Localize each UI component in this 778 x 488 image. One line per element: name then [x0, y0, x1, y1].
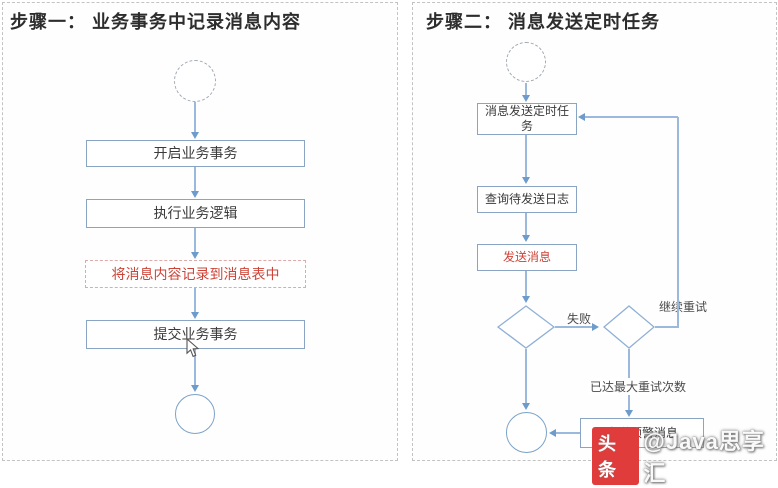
step2-box-send-message: 发送消息 [477, 244, 577, 271]
arrow-down-icon [191, 385, 199, 392]
arrow-down-icon [522, 177, 530, 184]
arrow-down-icon [522, 296, 530, 303]
connector [677, 117, 679, 328]
connector [525, 83, 527, 95]
arrow-down-icon [191, 252, 199, 259]
arrow-down-icon [522, 235, 530, 242]
edge-label-retry: 继续重试 [659, 300, 708, 314]
connector [194, 228, 196, 252]
arrow-down-icon [191, 191, 199, 198]
step1-title: 步骤一： 业务事务中记录消息内容 [10, 12, 301, 32]
edge-label-max-retries: 已达最大重试次数 [588, 378, 689, 395]
step2-box-query-logs: 查询待发送日志 [477, 186, 577, 213]
connector [194, 349, 196, 385]
connector [655, 326, 678, 328]
arrow-right-icon [592, 323, 599, 331]
step1-box-execute-logic: 执行业务逻辑 [86, 199, 305, 228]
edge-label-fail: 失败 [565, 310, 594, 327]
connector [194, 102, 196, 132]
connector [556, 432, 580, 434]
watermark-handle: @Java思享汇 [643, 429, 765, 486]
step2-decision-retry [603, 305, 655, 349]
arrow-down-icon [522, 403, 530, 410]
mouse-cursor-icon [186, 338, 200, 358]
step1-box-record-message: 将消息内容记录到消息表中 [85, 260, 306, 288]
arrow-down-icon [191, 132, 199, 139]
connector [525, 213, 527, 235]
connector [525, 271, 527, 296]
arrow-down-icon [522, 95, 530, 102]
arrow-left-icon [578, 113, 585, 121]
step1-start-circle [174, 60, 216, 102]
connector [194, 167, 196, 191]
step2-box-scheduled-task: 消息发送定时任务 [477, 103, 577, 135]
arrow-left-icon [549, 429, 556, 437]
connector [194, 288, 196, 312]
step2-decision-send-result [497, 305, 555, 349]
step1-end-circle [175, 394, 215, 434]
connector [525, 349, 527, 403]
step1-box-commit-transaction: 提交业务事务 [86, 320, 305, 349]
connector [585, 116, 678, 118]
step2-end-circle [506, 412, 547, 453]
arrow-down-icon [191, 312, 199, 319]
step2-title: 步骤二： 消息发送定时任务 [426, 12, 660, 32]
watermark: 头条 @Java思享汇 [592, 424, 778, 488]
watermark-badge: 头条 [592, 427, 640, 485]
step1-box-open-transaction: 开启业务事务 [86, 140, 305, 167]
connector [525, 135, 527, 177]
connector [555, 326, 592, 328]
arrow-down-icon [625, 410, 633, 417]
step2-start-circle [506, 42, 546, 82]
